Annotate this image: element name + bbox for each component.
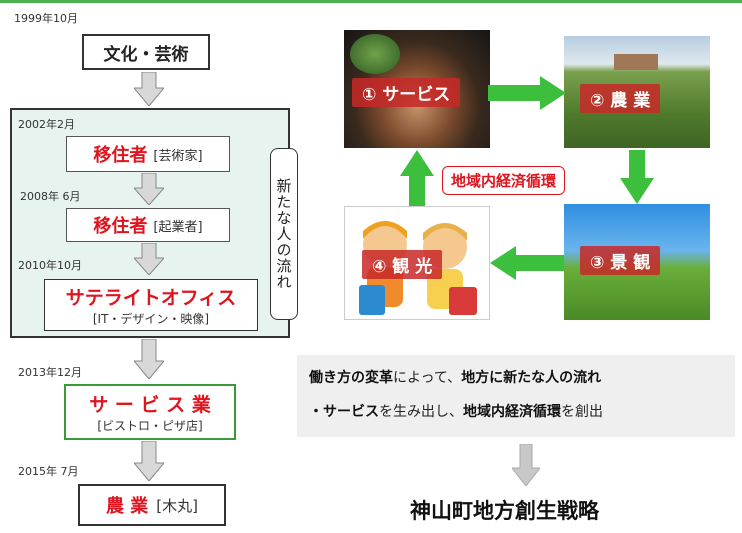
farmhouse-shape	[614, 54, 658, 70]
agriculture-label: 農 業	[106, 496, 149, 517]
date-2002: 2002年2月	[18, 118, 75, 131]
summary-line-1: 働き方の変革によって、地方に新たな人の流れ	[309, 361, 723, 395]
satellite-sub: [IT・デザイン・映像]	[92, 312, 210, 326]
summary-note: 働き方の変革によって、地方に新たな人の流れ ・サービスを生み出し、地域内経済循環…	[297, 355, 735, 437]
arrow-right-service-to-agri	[488, 76, 566, 110]
agriculture-node-label: ② 農 業	[580, 84, 661, 113]
landscape-node-label: ③ 景 観	[580, 246, 661, 275]
service-industry-box: サ ー ビ ス 業 [ビストロ・ピザ店]	[64, 384, 236, 440]
service-label: サ ー ビ ス 業	[89, 394, 211, 416]
tourism-node-label: ④ 観 光	[362, 250, 443, 279]
settler-entrepreneur-box: 移住者 [起業者]	[66, 208, 230, 242]
down-arrow-2	[134, 173, 164, 205]
note-bold-4: 地域内経済循環	[463, 404, 561, 420]
service-node-label: ① サービス	[352, 78, 461, 107]
note-bold-2: 地方に新たな人の流れ	[461, 370, 602, 386]
agriculture-box: 農 業 [木丸]	[78, 484, 226, 526]
top-divider	[0, 0, 742, 3]
note-text-3: を創出	[561, 404, 603, 420]
note-bold-1: 働き方の変革	[309, 370, 393, 386]
settler-label: 移住者	[93, 216, 148, 237]
settler-sub: [起業者]	[153, 219, 203, 235]
satellite-label: サテライトオフィス	[65, 287, 237, 309]
down-arrow-strategy	[512, 444, 540, 486]
down-arrow-3	[134, 243, 164, 275]
tourism-illustration	[344, 206, 490, 320]
date-2010: 2010年10月	[18, 259, 82, 272]
arrow-up-tourism-to-service	[400, 150, 434, 206]
date-2013: 2013年12月	[18, 366, 82, 379]
settler-sub: [芸術家]	[153, 148, 203, 164]
new-flow-label: 新たな人の流れ	[270, 148, 298, 320]
note-text-1: によって、	[393, 370, 462, 386]
settler-label: 移住者	[93, 145, 148, 166]
arrow-left-landscape-to-tourism	[490, 246, 564, 280]
note-bold-3: ・サービス	[309, 404, 379, 420]
date-1999: 1999年10月	[14, 12, 78, 25]
agriculture-sub: [木丸]	[156, 496, 198, 515]
down-arrow-1	[134, 72, 164, 106]
down-arrow-5	[134, 441, 164, 481]
service-sub: [ビストロ・ピザ店]	[97, 419, 203, 433]
summary-line-2: ・サービスを生み出し、地域内経済循環を創出	[309, 395, 723, 429]
down-arrow-4	[134, 339, 164, 379]
strategy-title: 神山町地方創生戦略	[410, 499, 599, 523]
settler-artist-box: 移住者 [芸術家]	[66, 136, 230, 172]
date-2015: 2015年 7月	[18, 465, 79, 478]
arrow-down-agri-to-landscape	[620, 150, 654, 204]
tourists-icon	[359, 221, 477, 315]
regional-economy-cycle-label: 地域内経済循環	[442, 166, 566, 195]
note-text-2: を生み出し、	[379, 404, 463, 420]
greenery-shape	[350, 34, 400, 74]
culture-box: 文化・芸術	[82, 34, 210, 70]
date-2008: 2008年 6月	[20, 190, 81, 203]
satellite-office-box: サテライトオフィス [IT・デザイン・映像]	[44, 279, 258, 331]
